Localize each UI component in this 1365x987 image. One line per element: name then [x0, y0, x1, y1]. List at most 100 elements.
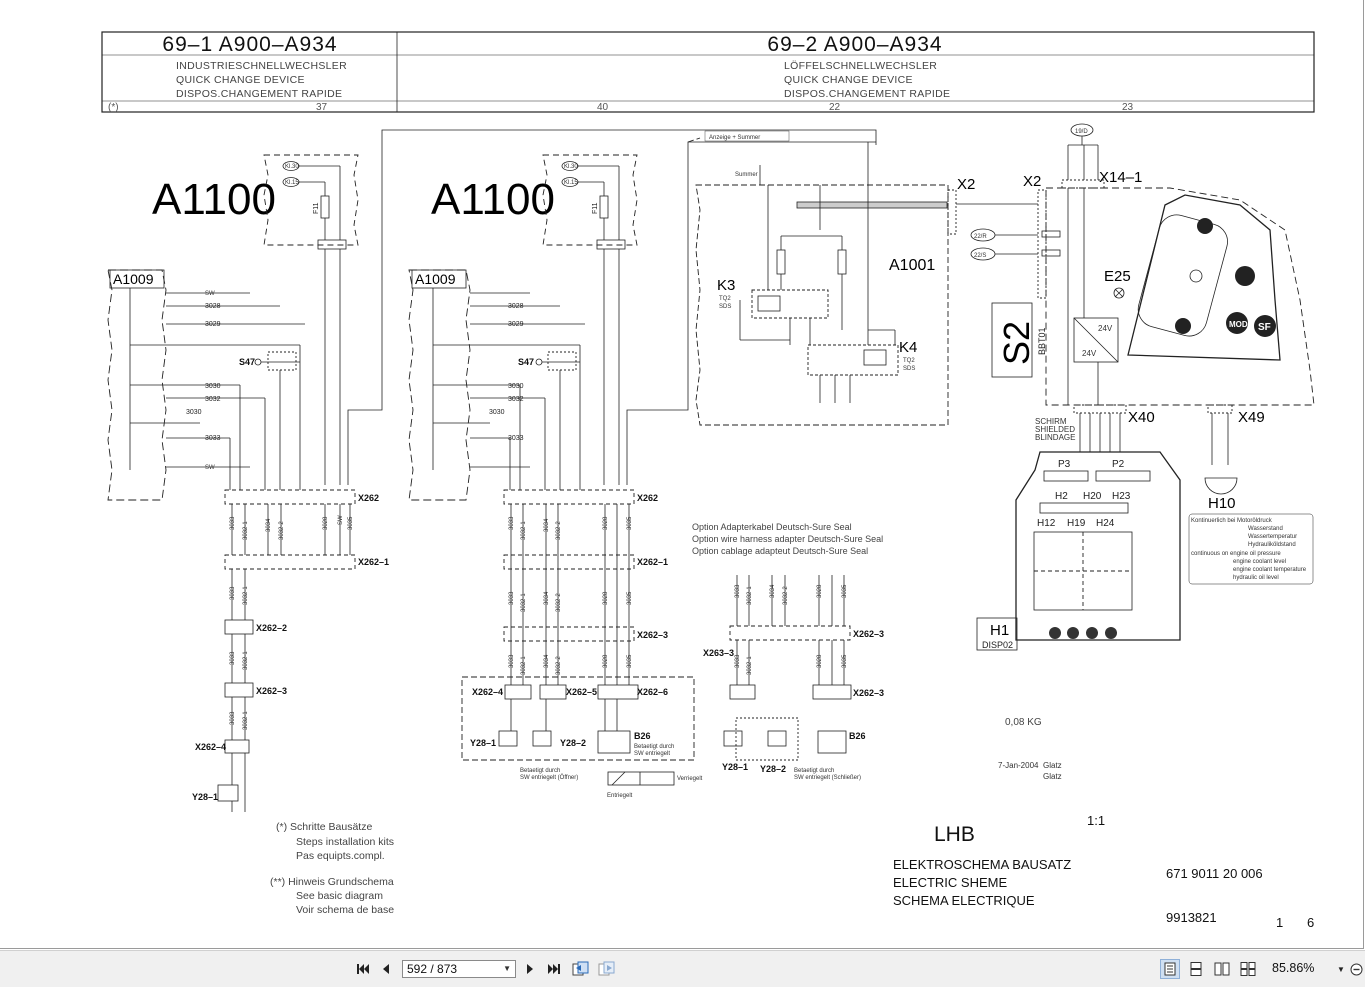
document-viewport[interactable]: 69–1 A900–A934 69–2 A900–A934 INDUSTRIES…: [0, 0, 1365, 950]
h10-note: hydraulic oil level: [1233, 575, 1279, 581]
svg-text:3035: 3035: [627, 654, 633, 668]
previous-view-icon: [572, 961, 589, 976]
h10-note: engine coolant level: [1233, 559, 1286, 565]
svg-text:3032: 3032: [508, 396, 524, 403]
verriegelt-label: Verriegelt: [677, 776, 703, 782]
title-line: ELEKTROSCHEMA BAUSATZ: [893, 857, 1071, 872]
s2-label: S2: [996, 321, 1037, 365]
pdf-page: 69–1 A900–A934 69–2 A900–A934 INDUSTRIES…: [0, 0, 1364, 949]
svg-text:3035: 3035: [842, 584, 848, 598]
go-forward-view-button[interactable]: [597, 959, 617, 979]
a1009-label: A1009: [113, 271, 154, 287]
schirm-label: SCHIRM: [1035, 417, 1067, 426]
b26-label: B26: [634, 731, 651, 741]
h10-label: H10: [1208, 495, 1236, 512]
h20-label: H20: [1083, 491, 1102, 502]
svg-text:3028: 3028: [323, 516, 329, 530]
weight-value: 0,08 KG: [1005, 717, 1042, 728]
continuous-view-button[interactable]: [1186, 959, 1206, 979]
svg-text:3034: 3034: [544, 654, 550, 668]
ref-22r: 22/R: [974, 234, 987, 240]
svg-text:3034: 3034: [544, 591, 550, 605]
v24-label: 24V: [1082, 349, 1097, 358]
k3-label: K3: [717, 277, 735, 294]
kl30-label: Kl.30: [564, 164, 578, 170]
zoom-out-icon: [1350, 963, 1362, 975]
next-view-icon: [598, 961, 615, 976]
two-page-view-button[interactable]: [1212, 959, 1232, 979]
fuse-label: F11: [592, 202, 599, 214]
x2-label: X2: [1023, 173, 1041, 190]
x262-6-label: X262–6: [637, 687, 668, 697]
svg-text:3032-1: 3032-1: [243, 651, 249, 670]
diagram-option: Option Adapterkabel Deutsch-Sure Seal Op…: [692, 522, 884, 781]
chevron-down-icon[interactable]: ▼: [503, 964, 511, 973]
first-page-button[interactable]: [355, 959, 371, 979]
y28-1-label: Y28–1: [192, 792, 218, 802]
go-back-view-button[interactable]: [571, 959, 591, 979]
y28-1-label: Y28–1: [470, 738, 496, 748]
p2-label: P2: [1112, 459, 1125, 470]
x262-5-label: X262–5: [566, 687, 597, 697]
scale-value: 1:1: [1087, 813, 1105, 828]
svg-text:3032-1: 3032-1: [747, 656, 753, 675]
kl30-label: Kl.30: [285, 164, 299, 170]
zoom-menu-chevron-icon[interactable]: ▼: [1337, 964, 1345, 974]
two-page-continuous-view-button[interactable]: [1238, 959, 1258, 979]
svg-text:3033: 3033: [508, 435, 524, 442]
x262-1-label: X262–1: [637, 557, 668, 567]
ref-22s: 22/S: [974, 253, 986, 259]
svg-text:3028: 3028: [603, 516, 609, 530]
zoom-level[interactable]: 85.86%: [1272, 961, 1315, 975]
x263-3-label: X263–3: [703, 648, 734, 658]
h10-note: Wasserstand: [1248, 526, 1283, 532]
svg-text:3032-2: 3032-2: [556, 521, 562, 540]
previous-page-button[interactable]: [378, 959, 394, 979]
svg-text:3029: 3029: [508, 321, 524, 328]
h10-note: Hydrauliköldstand: [1248, 542, 1296, 548]
note-line: Voir schema de base: [296, 904, 394, 916]
svg-text:3033: 3033: [230, 651, 236, 665]
svg-text:3033: 3033: [230, 586, 236, 600]
single-page-view-button[interactable]: [1160, 959, 1180, 979]
a1009-label: A1009: [415, 271, 456, 287]
svg-text:3030: 3030: [205, 383, 221, 390]
svg-text:3028: 3028: [817, 584, 823, 598]
b26-label: B26: [849, 731, 866, 741]
viewer-toolbar: 592 / 873 ▼ 85.86% ▼: [0, 950, 1365, 987]
x262-3-label: X262–3: [256, 686, 287, 696]
zoom-out-button[interactable]: [1349, 959, 1363, 979]
svg-text:3032-1: 3032-1: [747, 586, 753, 605]
header-left-line: INDUSTRIESCHNELLWECHSLER: [176, 60, 347, 72]
summer-label: Summer: [735, 172, 758, 178]
svg-text:3033: 3033: [230, 711, 236, 725]
next-page-button[interactable]: [522, 959, 538, 979]
svg-text:3032-2: 3032-2: [556, 656, 562, 675]
last-page-button[interactable]: [545, 959, 563, 979]
svg-text:3033: 3033: [735, 584, 741, 598]
s47-label: S47: [239, 357, 255, 367]
title-line: ELECTRIC SHEME: [893, 875, 1007, 890]
svg-text:3033: 3033: [509, 591, 515, 605]
svg-text:3033: 3033: [205, 435, 221, 442]
svg-text:3034: 3034: [770, 584, 776, 598]
h10-note: Wassertemperatur: [1248, 534, 1297, 540]
k3-sub: TQ2: [719, 296, 731, 302]
svg-text:3032-1: 3032-1: [521, 593, 527, 612]
disp-label: DISP02: [982, 640, 1013, 650]
x262-1-label: X262–1: [358, 557, 389, 567]
svg-text:3028: 3028: [508, 303, 524, 310]
page-number-field[interactable]: 592 / 873 ▼: [402, 960, 516, 978]
x262-2-label: X262–2: [256, 623, 287, 633]
first-page-icon: [357, 964, 369, 974]
y28-note: Betaetigt durch: [520, 768, 560, 774]
header-left-line: QUICK CHANGE DEVICE: [176, 74, 305, 86]
k3-sub: SDS: [719, 304, 731, 310]
single-page-icon: [1164, 962, 1176, 976]
svg-text:3035: 3035: [842, 654, 848, 668]
option-text: Option cablage adapteut Deutsch-Sure Sea…: [692, 546, 868, 556]
two-page-scroll-icon: [1240, 962, 1256, 976]
schematic-drawing: 69–1 A900–A934 69–2 A900–A934 INDUSTRIES…: [101, 31, 1315, 930]
note-line: See basic diagram: [296, 890, 383, 902]
bbt01-label: BBT01: [1037, 327, 1047, 355]
